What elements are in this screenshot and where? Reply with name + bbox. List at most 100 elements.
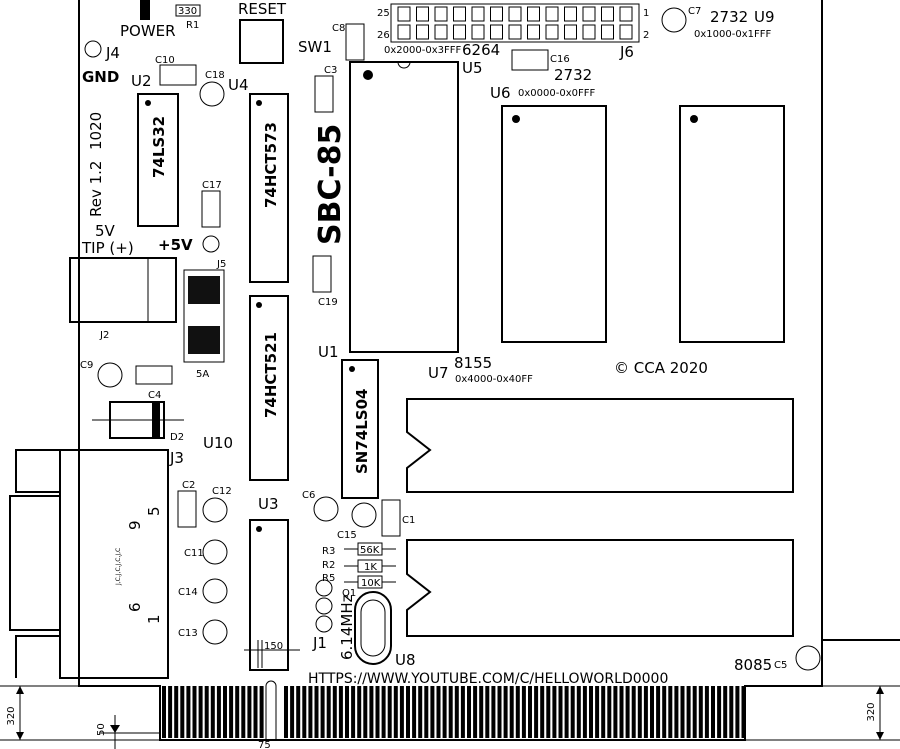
cap-c14 [202, 578, 228, 604]
edge-finger [570, 686, 575, 738]
j6-pin [508, 24, 522, 40]
db9-pin-1: 1 [145, 614, 163, 624]
edge-finger [363, 686, 368, 738]
u9-range: 0x1000-0x1FFF [694, 29, 771, 40]
dimension-right: 320 [745, 685, 900, 741]
edge-finger [216, 686, 221, 738]
plus5v-label: +5V [158, 236, 193, 254]
c3-label: C3 [324, 65, 337, 76]
cap-c5 [795, 645, 821, 671]
chip-u6 [501, 105, 607, 343]
dimension-small-value: 50 [96, 723, 107, 736]
edge-connector [162, 686, 746, 738]
u3-ref: U3 [258, 495, 279, 513]
cap-c18 [199, 81, 225, 107]
crystal-xtal [354, 591, 392, 665]
cap-c11 [202, 539, 228, 565]
board-name: SBC-85 [313, 124, 348, 245]
edge-finger [735, 686, 740, 738]
edge-finger [521, 686, 526, 738]
edge-finger [680, 686, 685, 738]
edge-finger [582, 686, 587, 738]
power-switch [140, 0, 150, 20]
edge-finger [241, 686, 246, 738]
jumper-j1 [315, 579, 333, 633]
c12-label: C12 [212, 486, 232, 497]
edge-finger [540, 686, 545, 738]
edge-finger [192, 686, 197, 738]
edge-finger [692, 686, 697, 738]
u9-part: 2732 [710, 8, 748, 26]
edge-finger [619, 686, 624, 738]
edge-finger [290, 686, 295, 738]
u1-ref: U1 [318, 343, 339, 361]
edge-finger [375, 686, 380, 738]
edge-finger [314, 686, 319, 738]
edge-finger [711, 686, 715, 738]
edge-finger [491, 686, 496, 738]
edge-finger [515, 686, 520, 738]
c8-label: C8 [332, 23, 345, 34]
cap-c1 [381, 499, 401, 537]
edge-finger [704, 686, 709, 738]
db9-pin-9: 9 [126, 520, 144, 530]
copyright: © CCA 2020 [614, 359, 708, 377]
edge-finger [625, 686, 630, 738]
q1-label: Q1 [342, 588, 356, 599]
j2-label: J2 [99, 330, 109, 341]
cap-c6 [313, 496, 339, 522]
j6-pin [397, 24, 411, 40]
j6-pin [434, 6, 448, 22]
chip-u9 [679, 105, 785, 343]
u4-ref: U4 [228, 76, 249, 94]
fuse-j5 [183, 269, 225, 363]
u10-ref: U10 [203, 434, 233, 452]
j4-testpoint [84, 40, 102, 58]
j6-pin [416, 24, 429, 40]
edge-finger [467, 686, 471, 738]
c5-label: C5 [774, 660, 787, 671]
db9-connector-j3 [9, 449, 169, 679]
edge-finger [387, 686, 392, 738]
j6-pin [397, 6, 411, 22]
edge-finger [412, 686, 417, 738]
u6-ref: U6 [490, 84, 511, 102]
edge-finger [589, 686, 593, 738]
c17-label: C17 [202, 180, 222, 191]
edge-finger [332, 686, 337, 738]
edge-finger [595, 686, 600, 738]
cap-c12 [202, 497, 228, 523]
resistor-r2: R2 1K [322, 559, 396, 573]
db9-pin-6: 6 [126, 602, 144, 612]
tip-5v-label: 5V [95, 222, 116, 240]
edge-finger [345, 686, 349, 738]
edge-finger [442, 686, 447, 738]
j6-pin [601, 6, 614, 22]
dimension-bottom-small: 50 [96, 715, 160, 749]
u5-range: 0x2000-0x3FFF [384, 45, 461, 56]
url-text: HTTPS://WWW.YOUTUBE.COM/C/HELLOWORLD0000 [308, 671, 668, 687]
edge-finger [369, 686, 374, 738]
chip-u10 [249, 295, 289, 481]
edge-finger [308, 686, 313, 738]
j6-pin-1-label: 1 [643, 8, 649, 19]
j6-pin [416, 6, 429, 22]
edge-finger [662, 686, 667, 738]
r2-ref: R2 [322, 560, 335, 571]
edge-finger [668, 686, 673, 738]
resistor-r5: R5 10K [322, 573, 396, 589]
edge-finger [674, 686, 679, 738]
edge-finger [534, 686, 539, 738]
tip-label: TIP (+) [81, 239, 134, 257]
r5-value: 10K [361, 578, 381, 589]
edge-finger [454, 686, 459, 738]
r2-value: 1K [364, 562, 377, 573]
chip-u5 [349, 61, 459, 353]
edge-finger [558, 686, 563, 738]
c9-label: C9 [80, 360, 93, 371]
c18-label: C18 [205, 70, 225, 81]
edge-finger [326, 686, 331, 738]
edge-finger [338, 686, 343, 738]
u2-part: 74LS32 [150, 116, 168, 178]
